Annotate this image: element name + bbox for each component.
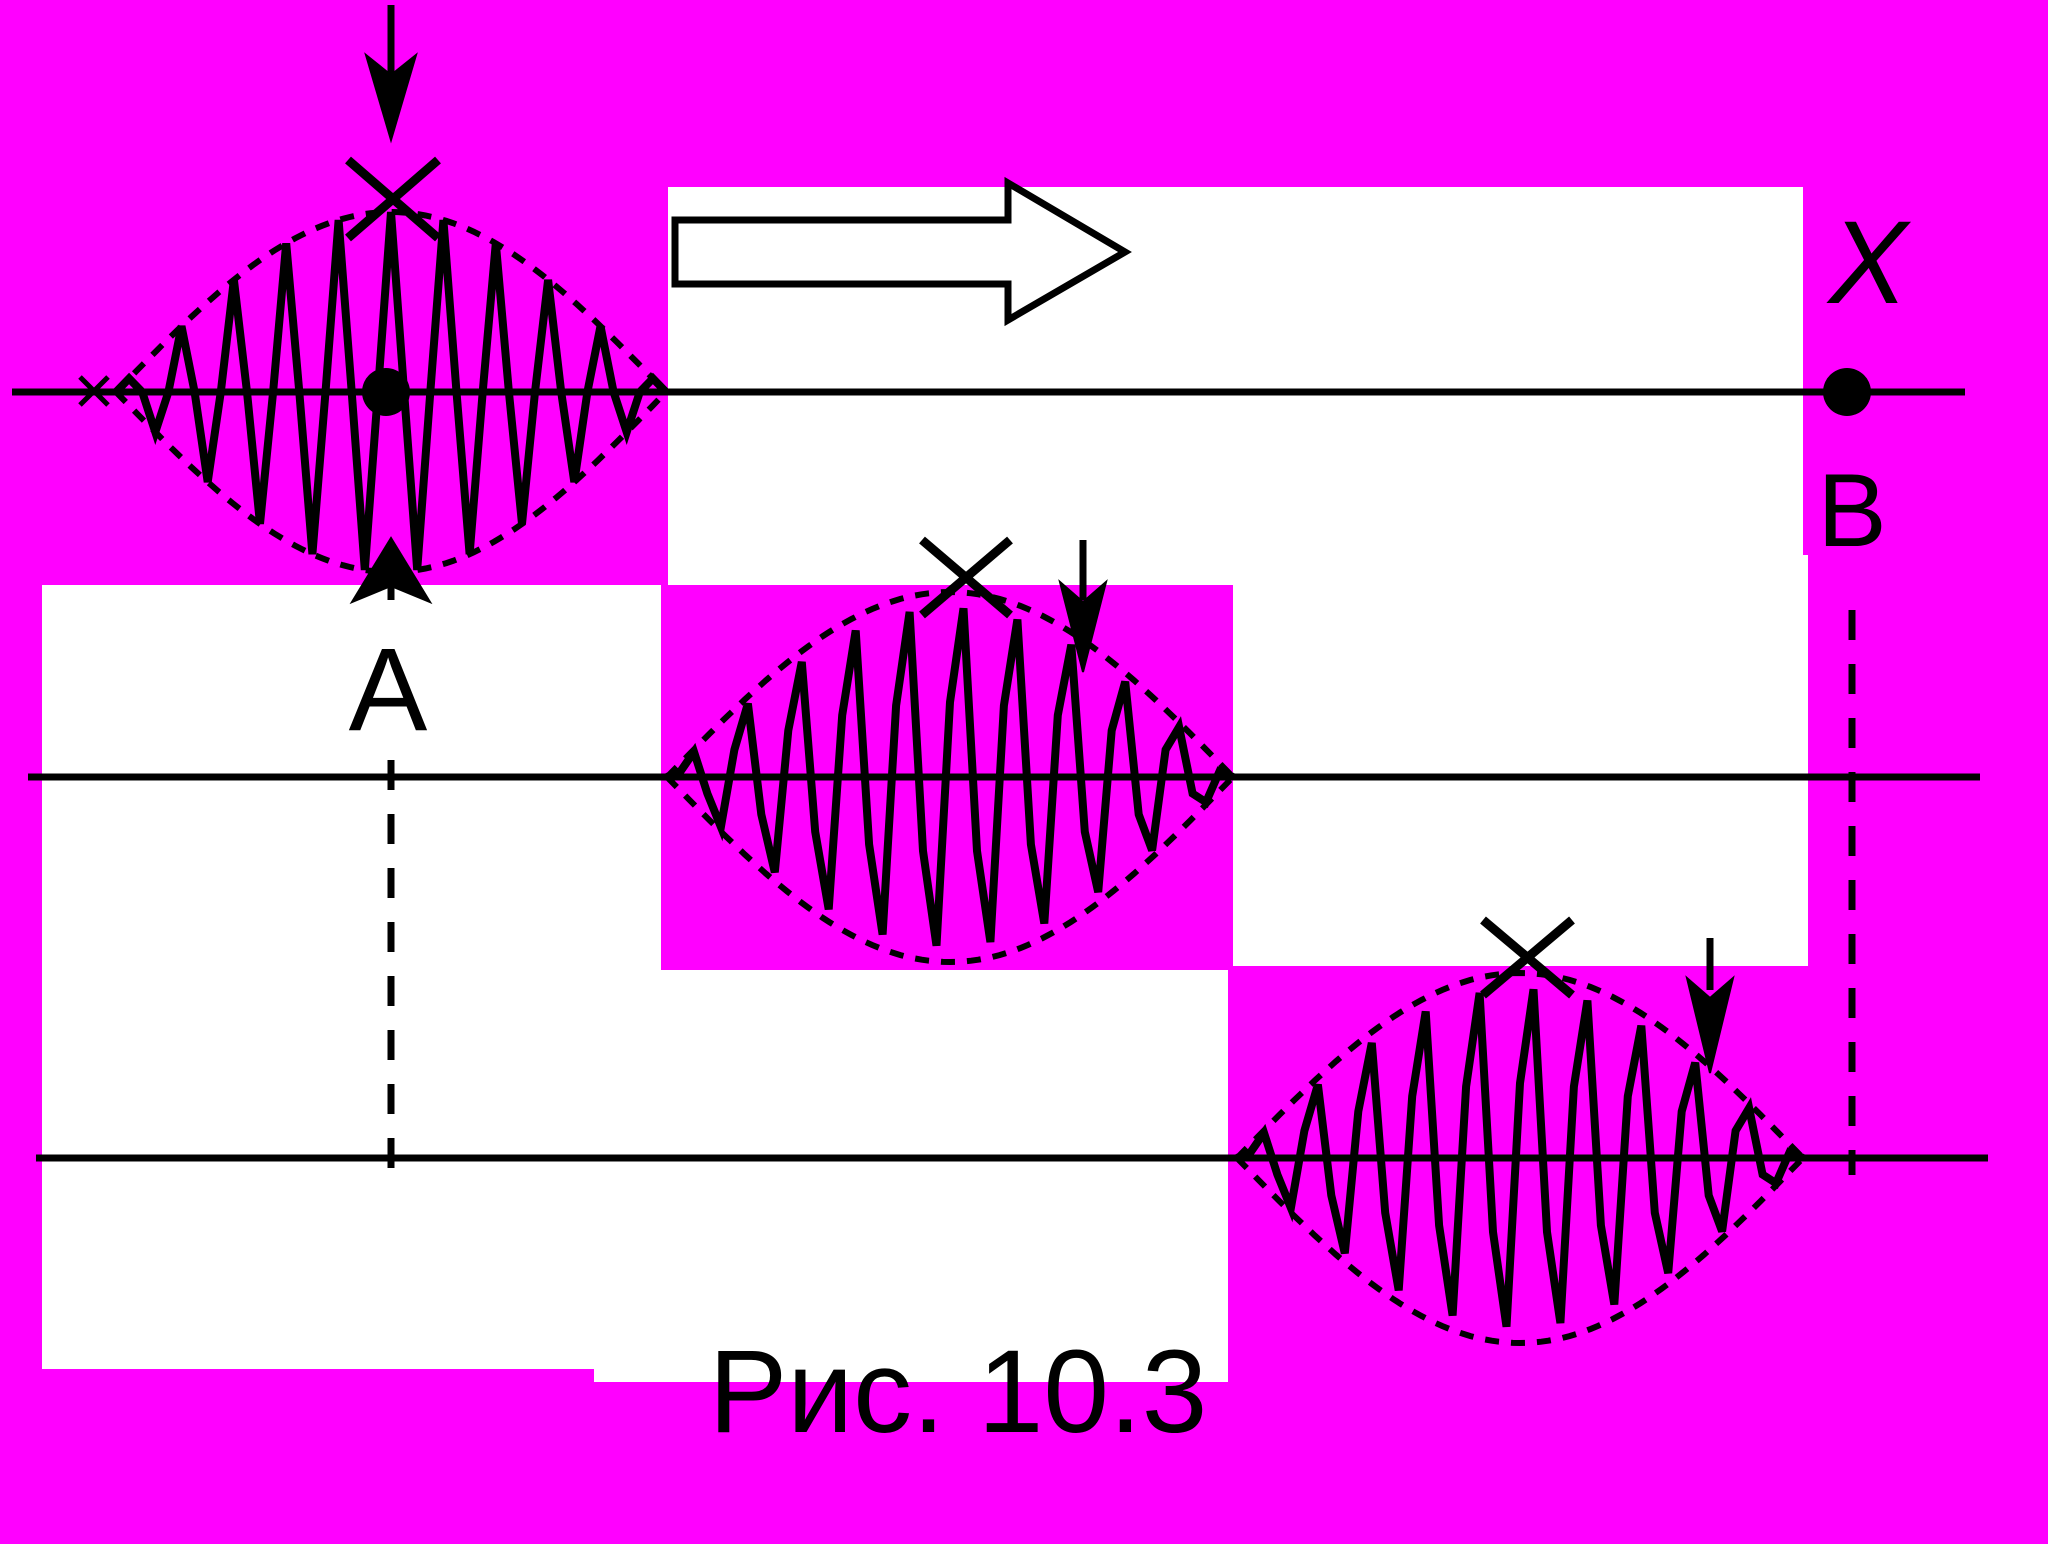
envelope-upper <box>113 208 669 395</box>
envelope-upper <box>1234 969 1806 1161</box>
figure-caption: Рис. 10.3 <box>709 1326 1208 1458</box>
white-panels <box>42 187 1808 1382</box>
panel-right-middle <box>1232 555 1808 966</box>
label-a: A <box>349 624 428 756</box>
cross-mark-icon <box>1480 916 1575 999</box>
cross-mark-icon <box>78 375 110 407</box>
up-arrow-icon <box>349 536 433 605</box>
cross-mark-icon <box>345 156 441 242</box>
envelope-lower <box>664 774 1236 966</box>
phase-arrows <box>364 5 1735 1074</box>
filled-dot-icon <box>362 368 410 416</box>
down-arrow-icon <box>364 5 418 144</box>
carrier-wave <box>665 607 1235 947</box>
wave-packet-1 <box>113 208 669 576</box>
down-arrow-icon <box>1058 540 1108 673</box>
panel-left <box>42 585 664 1369</box>
axis-lines <box>12 388 1988 1162</box>
label-x: X <box>1826 197 1912 329</box>
cross-mark-icon <box>919 536 1013 619</box>
down-arrow-icon <box>1685 938 1735 1074</box>
wave-packet-3 <box>1234 969 1806 1347</box>
carrier-wave <box>1235 988 1805 1328</box>
vertical-guides <box>387 610 1856 1185</box>
envelope-lower <box>1234 1155 1806 1347</box>
cross-marks <box>78 156 1575 999</box>
filled-dot-icon <box>1823 368 1871 416</box>
panel-bottom-middle <box>594 970 1228 1382</box>
hollow-arrow-right-icon <box>671 176 1132 327</box>
label-b: B <box>1817 453 1886 569</box>
carrier-wave <box>113 211 669 571</box>
